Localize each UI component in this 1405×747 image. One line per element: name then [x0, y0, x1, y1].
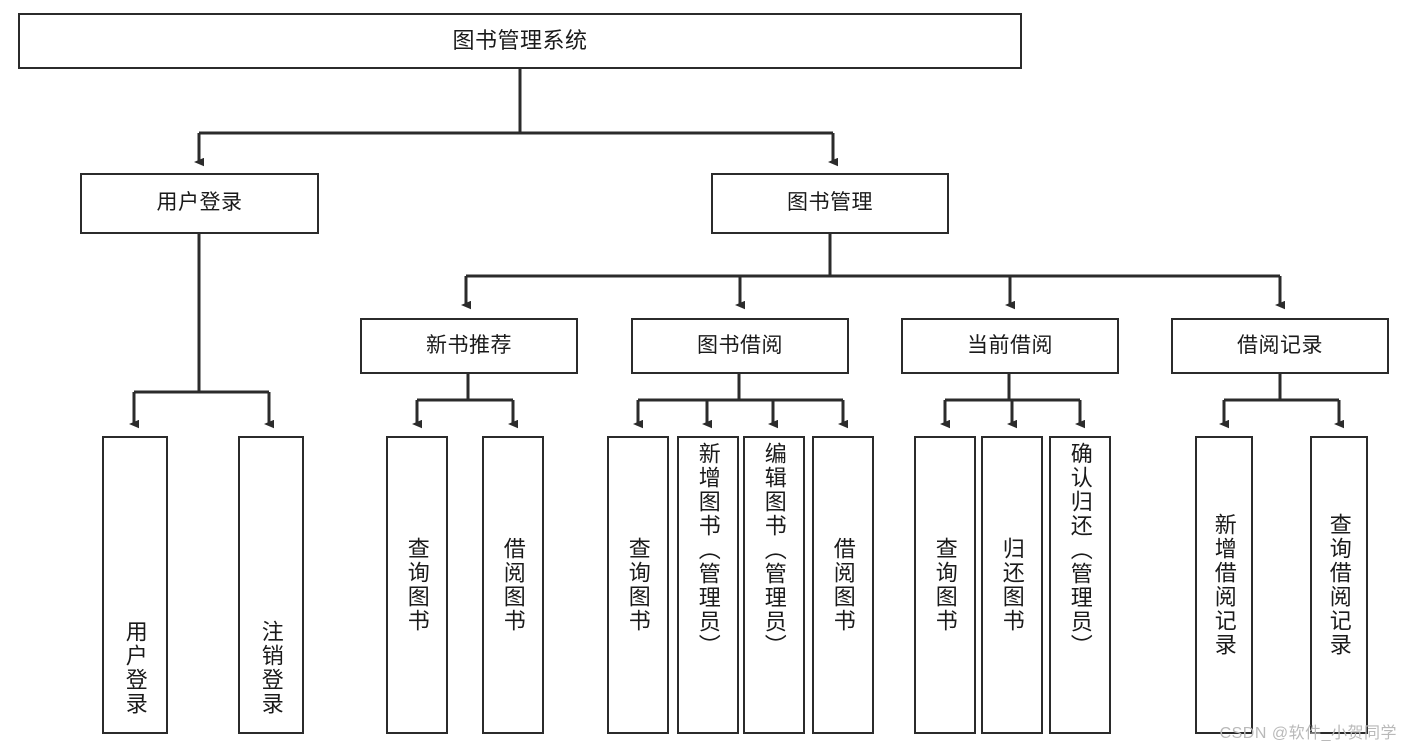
node-leaf-query-book-2[interactable]: 查询图书	[607, 436, 669, 734]
node-label: 图书管理	[787, 191, 873, 215]
node-root-system[interactable]: 图书管理系统	[18, 13, 1022, 69]
node-label: 注销登录	[258, 620, 284, 716]
node-leaf-query-record[interactable]: 查询借阅记录	[1310, 436, 1368, 734]
node-label: 借阅记录	[1237, 333, 1323, 357]
node-label: 编辑图书（管理员）	[761, 442, 787, 658]
node-label: 图书借阅	[697, 333, 783, 357]
node-label: 确认归还（管理员）	[1067, 442, 1093, 658]
node-label: 借阅图书	[830, 537, 856, 633]
node-label: 新增图书（管理员）	[695, 442, 721, 658]
node-leaf-borrow-book-2[interactable]: 借阅图书	[812, 436, 874, 734]
node-label: 查询图书	[625, 537, 651, 633]
node-leaf-user-login[interactable]: 用户登录	[102, 436, 168, 734]
node-leaf-edit-book[interactable]: 编辑图书（管理员）	[743, 436, 805, 734]
node-label: 借阅图书	[500, 537, 526, 633]
node-borrow-record[interactable]: 借阅记录	[1171, 318, 1389, 374]
node-leaf-borrow-book-1[interactable]: 借阅图书	[482, 436, 544, 734]
node-leaf-user-logout[interactable]: 注销登录	[238, 436, 304, 734]
node-leaf-add-book[interactable]: 新增图书（管理员）	[677, 436, 739, 734]
node-label: 新书推荐	[426, 333, 512, 357]
node-book-manage[interactable]: 图书管理	[711, 173, 949, 234]
node-label: 新增借阅记录	[1211, 513, 1237, 657]
node-new-book-recommend[interactable]: 新书推荐	[360, 318, 578, 374]
node-leaf-query-book-3[interactable]: 查询图书	[914, 436, 976, 734]
node-label: 图书管理系统	[452, 28, 588, 54]
node-label: 查询借阅记录	[1326, 513, 1352, 657]
node-current-borrow[interactable]: 当前借阅	[901, 318, 1119, 374]
csdn-watermark: CSDN @软件_小贺同学	[1219, 725, 1397, 742]
node-label: 查询图书	[932, 537, 958, 633]
node-leaf-query-book-1[interactable]: 查询图书	[386, 436, 448, 734]
node-label: 查询图书	[404, 537, 430, 633]
node-book-borrow[interactable]: 图书借阅	[631, 318, 849, 374]
node-label: 用户登录	[122, 620, 148, 716]
node-leaf-confirm-return[interactable]: 确认归还（管理员）	[1049, 436, 1111, 734]
node-leaf-add-record[interactable]: 新增借阅记录	[1195, 436, 1253, 734]
node-label: 当前借阅	[967, 333, 1053, 357]
node-user-login[interactable]: 用户登录	[80, 173, 319, 234]
node-label: 用户登录	[156, 191, 243, 215]
node-leaf-return-book[interactable]: 归还图书	[981, 436, 1043, 734]
node-label: 归还图书	[999, 537, 1025, 633]
